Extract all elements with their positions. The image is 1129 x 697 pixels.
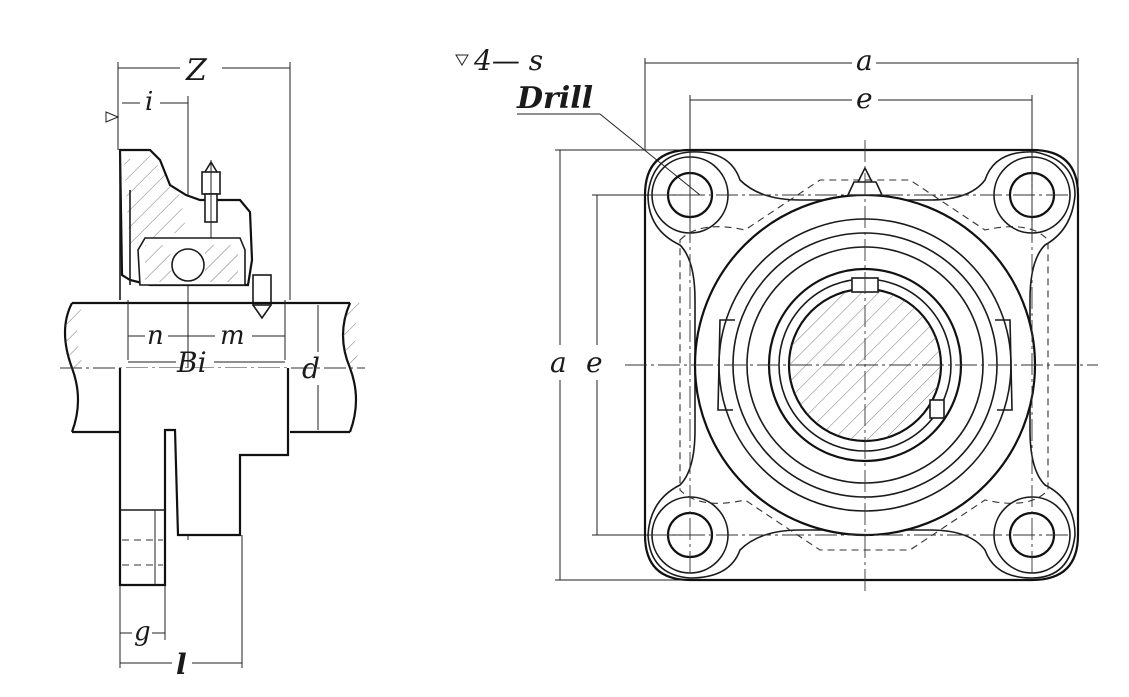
dimension-z: Z xyxy=(117,53,291,300)
label-bi: Bi xyxy=(176,346,207,379)
housing-square-outline xyxy=(643,148,1080,582)
housing-cast-body xyxy=(647,151,1076,579)
label-l: l xyxy=(176,648,187,681)
triangle-mark-icon xyxy=(455,54,469,66)
label-m: m xyxy=(220,321,245,351)
dimension-a-top: a xyxy=(644,44,1079,220)
label-z: Z xyxy=(185,53,208,88)
dimension-bi: Bi xyxy=(128,346,285,379)
dimension-e-left: e xyxy=(586,194,690,536)
label-holes: 4— s xyxy=(473,44,543,77)
label-e-top: e xyxy=(856,82,873,115)
dimension-a-left: a xyxy=(550,149,700,581)
side-view: Z i xyxy=(60,53,365,681)
dimension-l: l xyxy=(120,535,243,681)
dimension-g: g xyxy=(119,585,166,668)
triangle-mark-icon xyxy=(105,111,120,123)
label-d: d xyxy=(302,352,320,385)
bearing-insert xyxy=(137,237,272,320)
housing-lower-section xyxy=(118,368,290,587)
label-a-top: a xyxy=(856,44,873,77)
label-e-left: e xyxy=(586,346,603,379)
label-drill: Drill xyxy=(516,81,593,116)
grease-nipple xyxy=(201,160,221,240)
label-a-left: a xyxy=(550,346,567,379)
dimension-n-m: n m xyxy=(127,300,286,360)
label-g: g xyxy=(134,617,151,647)
dimension-d: d xyxy=(302,305,320,430)
front-view: 4— s Drill a e a xyxy=(455,44,1098,592)
label-i: i xyxy=(145,87,153,117)
label-n: n xyxy=(147,321,164,351)
